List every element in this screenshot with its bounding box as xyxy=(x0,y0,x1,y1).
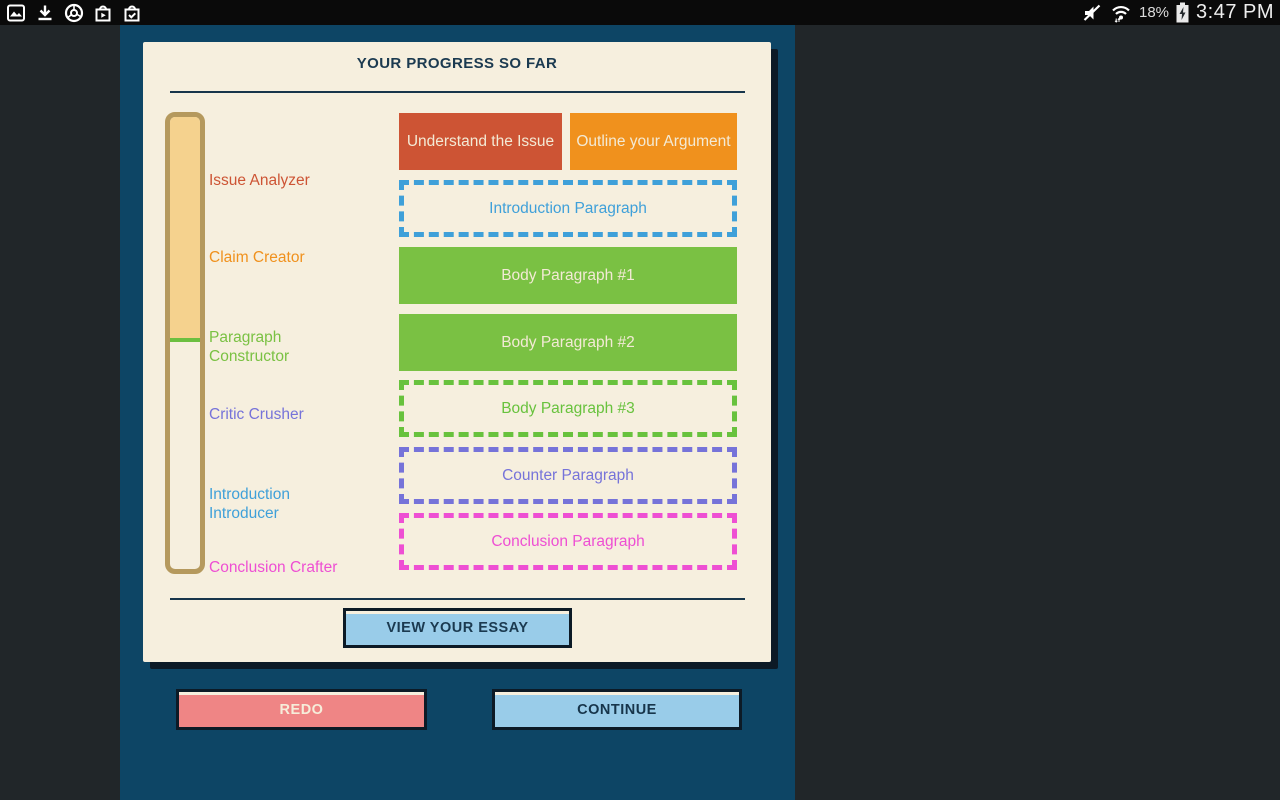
app-panel: YOUR PROGRESS SO FAR Issue Analyzer Clai… xyxy=(120,25,795,800)
download-icon xyxy=(35,3,55,23)
block-body-paragraph-2[interactable]: Body Paragraph #2 xyxy=(399,314,737,371)
play-store-update-icon xyxy=(122,3,142,23)
milestone-conclusion-crafter: Conclusion Crafter xyxy=(209,559,338,576)
block-conclusion-paragraph[interactable]: Conclusion Paragraph xyxy=(399,513,737,570)
progress-meter xyxy=(165,112,205,574)
card-title: YOUR PROGRESS SO FAR xyxy=(356,55,558,72)
progress-card: YOUR PROGRESS SO FAR Issue Analyzer Clai… xyxy=(143,42,771,662)
redo-button[interactable]: REDO xyxy=(176,689,427,730)
milestone-paragraph-constructor: Paragraph Constructor xyxy=(209,329,290,365)
status-bar[interactable]: 18% 3:47 PM xyxy=(0,0,1280,25)
milestone-claim-creator: Claim Creator xyxy=(209,249,305,266)
block-body-paragraph-1[interactable]: Body Paragraph #1 xyxy=(399,247,737,304)
block-introduction-paragraph[interactable]: Introduction Paragraph xyxy=(399,180,737,237)
milestone-critic-crusher: Critic Crusher xyxy=(209,406,304,423)
wifi-icon xyxy=(1110,2,1132,24)
block-body-paragraph-3[interactable]: Body Paragraph #3 xyxy=(399,380,737,437)
view-essay-button[interactable]: VIEW YOUR ESSAY xyxy=(343,608,572,648)
divider-bottom xyxy=(170,598,745,600)
battery-percent: 18% xyxy=(1138,4,1170,21)
clock: 3:47 PM xyxy=(1196,1,1274,23)
block-counter-paragraph[interactable]: Counter Paragraph xyxy=(399,447,737,504)
gallery-icon xyxy=(6,3,26,23)
divider-top xyxy=(170,91,745,93)
play-store-icon xyxy=(93,3,113,23)
chrome-icon xyxy=(64,3,84,23)
progress-meter-marker xyxy=(170,338,200,343)
milestone-introduction-introducer: Introduction Introducer xyxy=(209,486,290,522)
block-understand-the-issue[interactable]: Understand the Issue xyxy=(399,113,562,170)
battery-charging-icon xyxy=(1176,2,1189,23)
progress-meter-fill xyxy=(170,117,200,339)
notification-icons xyxy=(6,3,142,23)
block-outline-your-argument[interactable]: Outline your Argument xyxy=(570,113,737,170)
milestone-issue-analyzer: Issue Analyzer xyxy=(209,172,310,189)
system-status-icons: 18% 3:47 PM xyxy=(1081,1,1274,24)
volume-muted-icon xyxy=(1081,2,1103,24)
continue-button[interactable]: CONTINUE xyxy=(492,689,742,730)
